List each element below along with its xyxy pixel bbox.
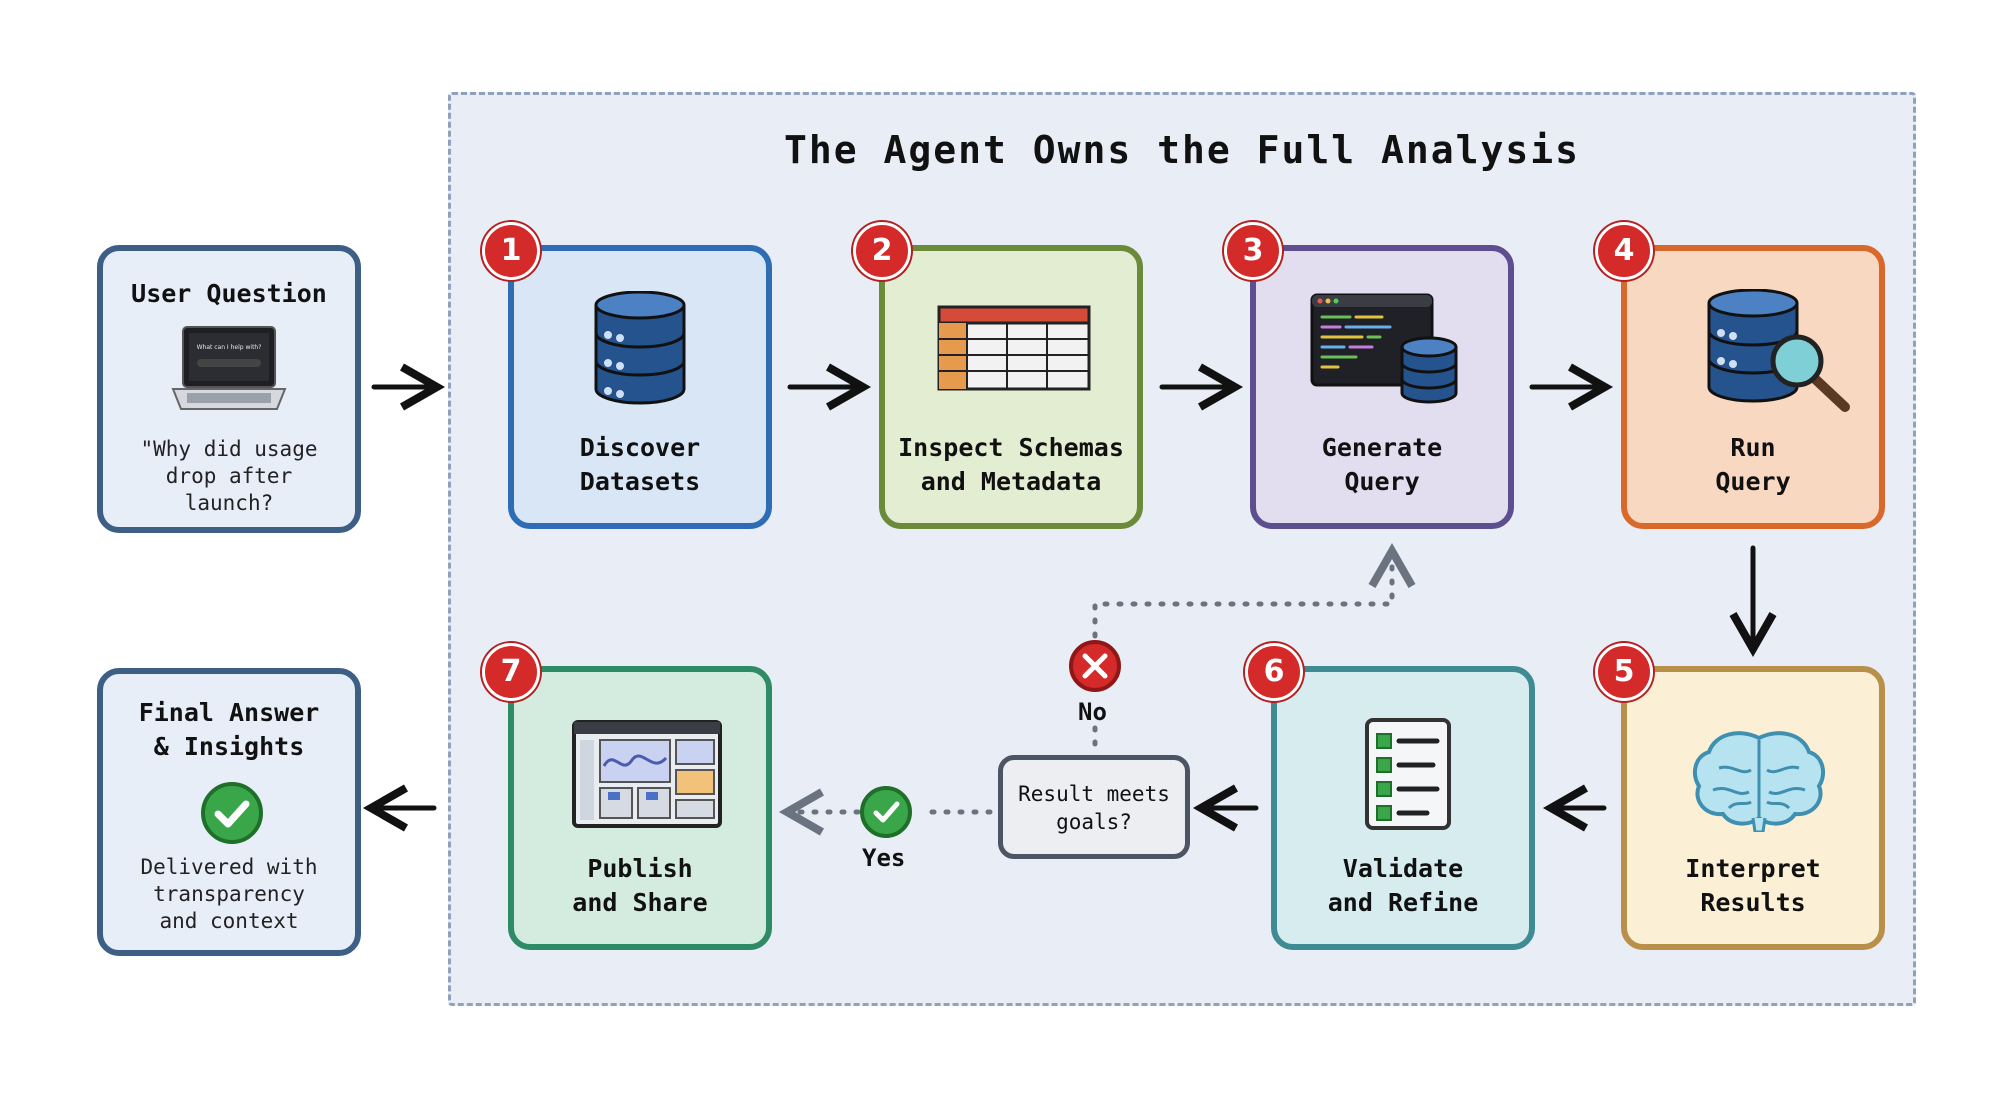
step-2-label: Inspect Schemas and Metadata <box>885 431 1137 499</box>
step-5-line-1: Interpret <box>1685 854 1821 883</box>
step-6-line-2: and Refine <box>1327 888 1479 917</box>
user-question-text: "Why did usage drop after launch? <box>103 436 355 517</box>
brain-icon <box>1692 731 1826 832</box>
step-4-line-1: Run <box>1730 433 1776 462</box>
step-2-card: Inspect Schemas and Metadata <box>879 245 1143 529</box>
description-line-3: and context <box>159 909 299 933</box>
step-3-line-2: Query <box>1344 467 1420 496</box>
step-3-badge: 3 <box>1224 222 1282 280</box>
dashboard-icon <box>572 720 722 828</box>
checklist-icon <box>1365 718 1451 830</box>
final-answer-description: Delivered with transparency and context <box>103 854 355 935</box>
step-4-card: Run Query <box>1621 245 1885 529</box>
final-answer-card: Final Answer & Insights Delivered with t… <box>97 668 361 956</box>
step-2-badge: 2 <box>853 222 911 280</box>
laptop-prompt: What can I help with? <box>197 344 262 351</box>
user-question-card: User Question What can I help with? "Why… <box>97 245 361 533</box>
step-2-line-1: Inspect Schemas <box>898 433 1124 462</box>
decision-line-2: goals? <box>1056 810 1132 834</box>
step-7-line-2: and Share <box>572 888 708 917</box>
step-5-label: Interpret Results <box>1627 852 1879 920</box>
step-7-label: Publish and Share <box>514 852 766 920</box>
code-database-icon <box>1310 293 1458 404</box>
final-answer-line-2: & Insights <box>153 732 305 761</box>
laptop-icon: What can I help with? <box>171 326 287 410</box>
check-circle-icon <box>201 782 263 844</box>
step-6-label: Validate and Refine <box>1277 852 1529 920</box>
description-line-1: Delivered with <box>140 855 318 879</box>
step-5-line-2: Results <box>1700 888 1806 917</box>
database-search-icon <box>1707 289 1850 412</box>
description-line-2: transparency <box>153 882 305 906</box>
decision-line-1: Result meets <box>1018 782 1170 806</box>
table-icon <box>937 305 1091 391</box>
step-3-card: Generate Query <box>1250 245 1514 529</box>
question-line-1: "Why did usage <box>140 437 318 461</box>
step-7-badge: 7 <box>482 643 540 701</box>
diagram-title: The Agent Owns the Full Analysis <box>783 128 1581 172</box>
no-label: No <box>1078 698 1107 726</box>
yes-label: Yes <box>862 844 906 872</box>
step-3-line-1: Generate <box>1321 433 1443 462</box>
step-1-line-1: Discover <box>579 433 701 462</box>
step-4-badge: 4 <box>1595 222 1653 280</box>
step-1-card: Discover Datasets <box>508 245 772 529</box>
step-2-line-2: and Metadata <box>920 467 1102 496</box>
user-question-label: User Question <box>131 279 327 308</box>
step-4-line-2: Query <box>1715 467 1791 496</box>
decision-box: Result meets goals? <box>998 755 1190 859</box>
step-5-card: Interpret Results <box>1621 666 1885 950</box>
step-1-line-2: Datasets <box>579 467 701 496</box>
step-6-badge: 6 <box>1245 643 1303 701</box>
step-6-line-1: Validate <box>1342 854 1464 883</box>
question-line-2: drop after <box>165 464 293 488</box>
step-1-label: Discover Datasets <box>514 431 766 499</box>
step-5-badge: 5 <box>1595 643 1653 701</box>
step-4-label: Run Query <box>1627 431 1879 499</box>
final-answer-label: Final Answer & Insights <box>103 696 355 764</box>
step-6-card: Validate and Refine <box>1271 666 1535 950</box>
no-loop-path <box>1092 556 1392 747</box>
step-7-card: Publish and Share <box>508 666 772 950</box>
final-answer-line-1: Final Answer <box>138 698 320 727</box>
step-7-line-1: Publish <box>587 854 693 883</box>
step-3-label: Generate Query <box>1256 431 1508 499</box>
no-x-icon <box>1069 640 1121 692</box>
question-line-3: launch? <box>184 491 274 515</box>
step-1-badge: 1 <box>482 222 540 280</box>
database-icon <box>594 291 686 405</box>
yes-check-icon <box>860 786 912 838</box>
